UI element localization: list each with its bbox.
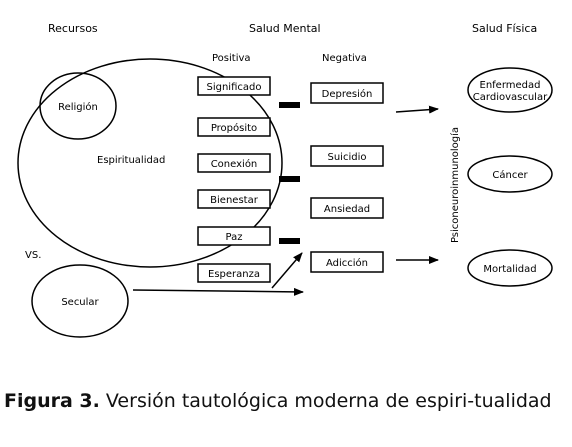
cardiovascular-label-line2: Cardiovascular — [473, 92, 548, 103]
positive-item-label: Propósito — [211, 122, 257, 134]
header-mental-health: Salud Mental — [249, 22, 321, 35]
negative-item-label: Suicidio — [328, 152, 367, 163]
cardiovascular-label-line1: Enfermedad — [480, 80, 541, 91]
negative-item-box: Suicidio — [310, 145, 384, 167]
cancer-ellipse — [467, 155, 553, 193]
positive-item-label: Conexión — [211, 158, 258, 170]
positive-item-box: Bienestar — [197, 189, 271, 209]
vs-label: VS. — [25, 250, 41, 261]
positive-item-box: Conexión — [197, 153, 271, 173]
negative-item-label: Ansiedad — [324, 204, 370, 215]
positive-item-box: Significado — [197, 76, 271, 96]
spirituality-label: Espiritualidad — [97, 155, 165, 166]
figure-caption: Figura 3. Versión tautológica moderna de… — [4, 388, 564, 415]
inverse-relation-bar — [279, 102, 300, 108]
header-resources: Recursos — [48, 22, 98, 35]
religion-circle — [39, 72, 117, 140]
positive-item-label: Esperanza — [208, 269, 260, 280]
secular-label: Secular — [61, 297, 99, 308]
arrow-secular-to-addiction — [271, 252, 303, 289]
negative-item-label: Depresión — [322, 88, 373, 100]
negative-item-box: Ansiedad — [310, 197, 384, 219]
negative-item-label: Adicción — [326, 257, 368, 269]
mortality-ellipse — [467, 249, 553, 287]
positive-item-box: Esperanza — [197, 263, 271, 283]
spirituality-ellipse — [17, 58, 283, 268]
mediator-label: Psiconeuroinmunología — [449, 127, 461, 243]
figure-caption-text: Versión tautológica moderna de espiri-tu… — [99, 390, 552, 412]
cardiovascular-ellipse — [467, 67, 553, 113]
inverse-relation-bar — [279, 238, 300, 244]
figure-caption-label: Figura 3. — [4, 390, 100, 412]
inverse-relation-bar — [279, 176, 300, 182]
negative-item-box: Adicción — [310, 251, 384, 273]
positive-item-label: Bienestar — [210, 195, 259, 206]
positive-item-label: Significado — [207, 82, 262, 93]
header-physical-health: Salud Física — [472, 22, 537, 35]
header-negative: Negativa — [322, 53, 367, 64]
positive-item-label: Paz — [226, 232, 243, 243]
positive-item-box: Propósito — [197, 117, 271, 137]
header-positive: Positiva — [212, 53, 251, 64]
negative-item-box: Depresión — [310, 82, 384, 104]
positive-item-box: Paz — [197, 226, 271, 246]
arrow-secular-to-outcomes — [132, 287, 304, 296]
religion-label: Religión — [58, 101, 98, 113]
arrow-depression-to-outcomes — [395, 105, 439, 114]
diagram-canvas: Recursos Salud Mental Salud Física Posit… — [17, 22, 553, 338]
mortality-label: Mortalidad — [483, 264, 536, 275]
secular-circle — [31, 264, 129, 338]
cancer-label: Cáncer — [492, 169, 528, 181]
